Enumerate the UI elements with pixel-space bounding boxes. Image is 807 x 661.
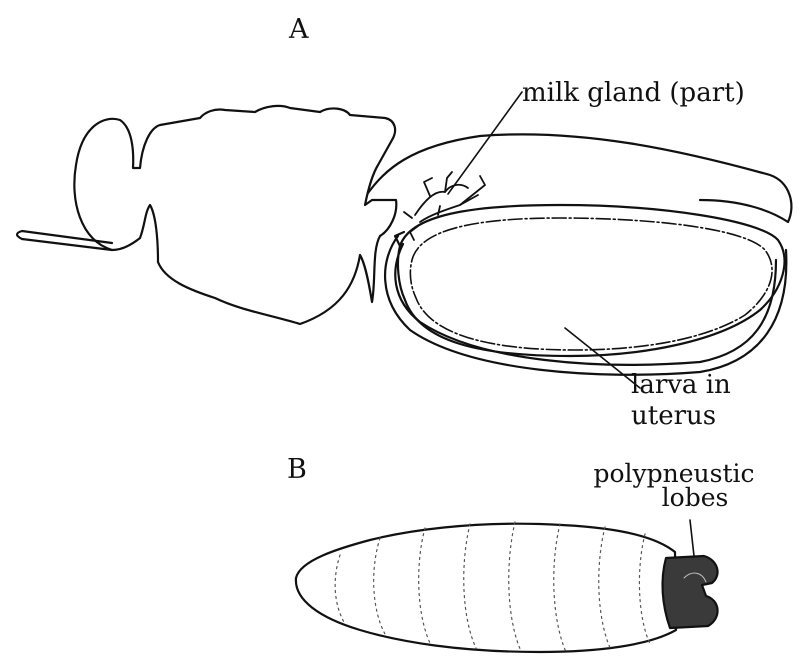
lobes-leader-line	[690, 520, 694, 556]
proboscis	[17, 231, 112, 250]
lobes-label-line2: lobes	[571, 486, 777, 510]
polypneustic-lobes	[663, 556, 718, 628]
fly-body-outline	[17, 106, 791, 375]
larva-label-line1: larva in	[631, 372, 731, 399]
larva-outline-b	[296, 524, 676, 652]
abdomen-inner-wall	[395, 244, 776, 365]
milk-gland	[404, 172, 485, 240]
milk-gland-leader-line	[448, 92, 522, 194]
larva-leader-line	[565, 328, 640, 388]
larva-body	[296, 520, 718, 652]
larva-label-line2: uterus	[631, 403, 731, 430]
panel-b-letter: B	[287, 454, 307, 485]
milk-gland-label: milk gland (part)	[522, 80, 745, 107]
panel-a-letter: A	[289, 14, 309, 45]
head-thorax-outline	[74, 106, 396, 324]
larva-outline	[410, 218, 772, 350]
uterus-with-larva	[395, 205, 784, 356]
larva-in-uterus-label: larva in uterus	[631, 372, 731, 430]
polypneustic-lobes-label: polypneustic lobes	[571, 462, 777, 510]
